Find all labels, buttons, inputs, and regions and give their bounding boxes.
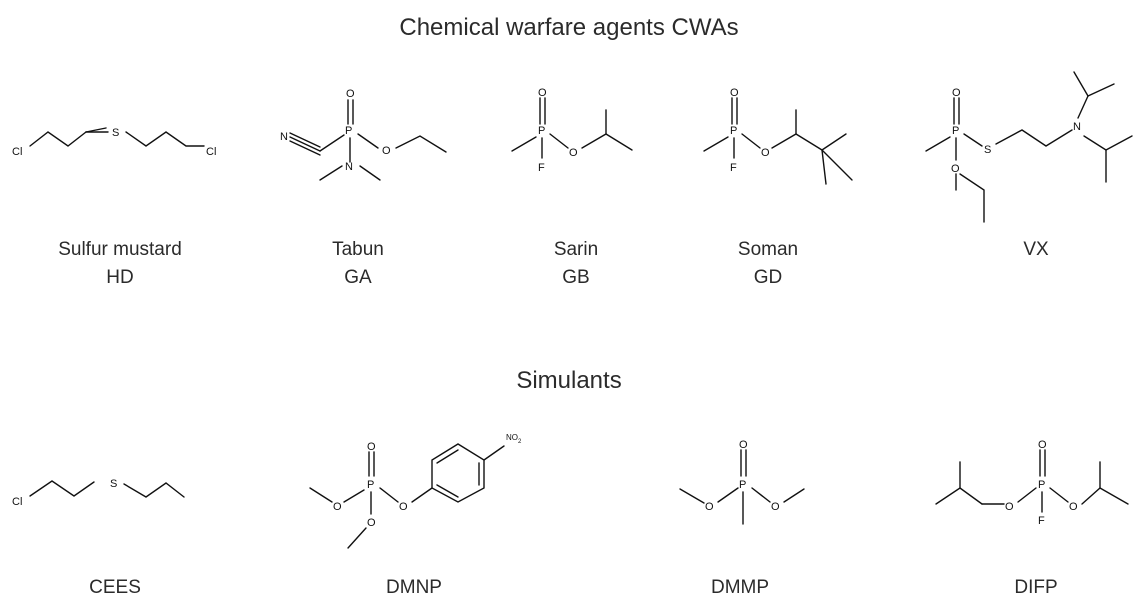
compound-name: Tabun <box>332 239 384 260</box>
atom-cl: Cl <box>12 496 22 508</box>
structure-sarin: O P O F <box>511 87 633 174</box>
label-soman: Soman GD <box>668 236 868 292</box>
structure-dmmp: O O P O <box>679 439 805 525</box>
structure-vx: O P S N O <box>925 71 1133 223</box>
label-sulfur-mustard: Sulfur mustard HD <box>20 236 220 292</box>
atom-nitro-label: NO <box>506 433 518 442</box>
cwa-section-title: Chemical warfare agents CWAs <box>399 14 739 41</box>
structure-dmnp: O O P O O NO2 <box>309 433 522 549</box>
atom-cl: Cl <box>206 146 216 158</box>
atom-o: O <box>333 501 342 513</box>
atom-p: P <box>1038 479 1045 491</box>
label-sarin: Sarin GB <box>476 236 676 292</box>
compound-code: HD <box>106 267 134 288</box>
atom-p: P <box>367 479 374 491</box>
atom-cl: Cl <box>12 146 22 158</box>
atom-p: P <box>739 479 746 491</box>
structure-sulfur-mustard: Cl S Cl <box>12 127 216 158</box>
atom-s: S <box>112 127 119 139</box>
atom-o: O <box>346 88 355 100</box>
atom-s: S <box>984 144 991 156</box>
atom-o: O <box>705 501 714 513</box>
compound-name: VX <box>1023 239 1049 260</box>
atom-nitro: NO2 <box>506 433 522 445</box>
label-cees: CEES <box>15 574 215 602</box>
compound-name: Soman <box>737 239 799 260</box>
label-vx: VX <box>936 236 1136 264</box>
atom-n: N <box>1073 121 1081 133</box>
atom-o: O <box>761 147 770 159</box>
atom-o: O <box>382 145 391 157</box>
label-dmmp: DMMP <box>640 574 840 602</box>
atom-f: F <box>538 162 545 174</box>
label-dmnp: DMNP <box>314 574 514 602</box>
atom-o: O <box>367 441 376 453</box>
label-difp: DIFP <box>936 574 1136 602</box>
atom-o: O <box>951 163 960 175</box>
structure-tabun: N O P O N <box>280 88 447 181</box>
atom-n: N <box>345 161 353 173</box>
compound-name: DIFP <box>1014 577 1058 598</box>
atom-f: F <box>1038 515 1045 527</box>
compound-name: DMNP <box>386 577 442 598</box>
structure-cees: Cl S <box>12 478 185 508</box>
atom-o: O <box>771 501 780 513</box>
atom-o: O <box>1005 501 1014 513</box>
atom-n: N <box>280 131 288 143</box>
atom-o: O <box>1038 439 1047 451</box>
compound-code: GB <box>562 267 590 288</box>
compound-code: GA <box>344 267 372 288</box>
atom-o: O <box>1069 501 1078 513</box>
atom-o: O <box>952 87 961 99</box>
atom-o: O <box>399 501 408 513</box>
atom-s: S <box>110 478 117 490</box>
atom-f: F <box>730 162 737 174</box>
compound-name: DMMP <box>710 577 770 598</box>
atom-o: O <box>730 87 739 99</box>
atom-o: O <box>739 439 748 451</box>
compound-name: Sulfur mustard <box>58 239 182 260</box>
structure-soman: O P O F <box>703 87 853 185</box>
label-tabun: Tabun GA <box>258 236 458 292</box>
compound-code: GD <box>753 267 783 288</box>
atom-p: P <box>538 125 545 137</box>
atom-p: P <box>730 125 737 137</box>
atom-p: P <box>345 125 352 137</box>
atom-o: O <box>367 517 376 529</box>
atom-nitro-subscript: 2 <box>518 439 522 445</box>
atom-p: P <box>952 125 959 137</box>
structure-difp: O O P O F <box>935 439 1129 527</box>
simulants-section-title: Simulants <box>516 367 622 394</box>
compound-name: Sarin <box>553 239 599 260</box>
atom-o: O <box>569 147 578 159</box>
compound-name: CEES <box>89 577 141 598</box>
atom-o: O <box>538 87 547 99</box>
